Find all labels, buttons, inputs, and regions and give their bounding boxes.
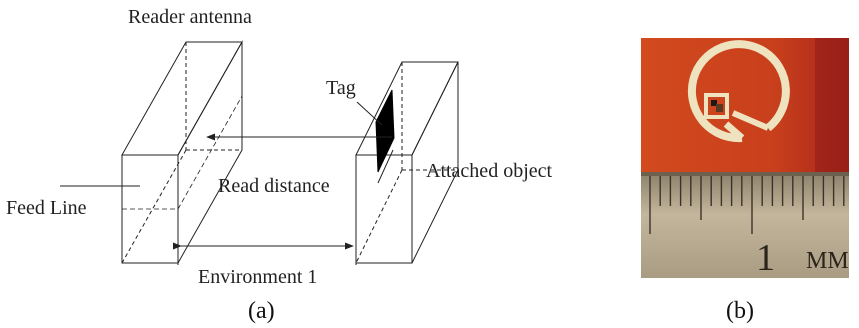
ruler: 1 MM <box>641 172 849 279</box>
reader-antenna-box <box>121 40 243 265</box>
read-distance-label: Read distance <box>218 175 330 197</box>
panel-a-diagram <box>60 40 459 265</box>
panel-b-photo: 1 MM <box>641 38 849 279</box>
ruler-ticks <box>649 176 845 234</box>
tag-chip <box>711 100 717 106</box>
environment-label: Environment 1 <box>198 266 317 288</box>
tag-pointer <box>356 101 383 126</box>
caption-b: (b) <box>726 298 754 324</box>
attached-object-label: Attached object <box>426 160 552 182</box>
attached-object-box <box>355 61 459 264</box>
ruler-number: 1 <box>756 237 775 279</box>
reader-antenna-label: Reader antenna <box>128 6 252 28</box>
caption-a: (a) <box>248 298 275 324</box>
ruler-unit: MM <box>806 248 849 274</box>
tag-plate <box>375 89 395 173</box>
tag-antenna-photo <box>687 40 790 143</box>
feed-line-label: Feed Line <box>6 197 87 219</box>
tag-label: Tag <box>326 77 356 99</box>
